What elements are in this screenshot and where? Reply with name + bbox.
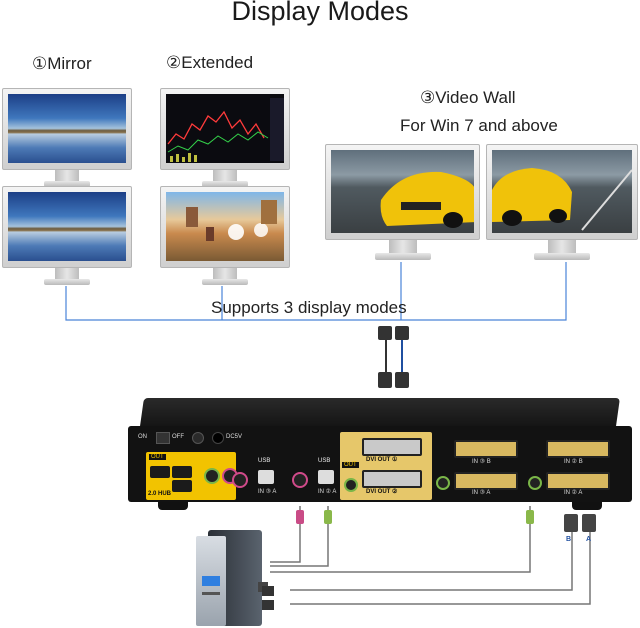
dvi-plug-b bbox=[564, 514, 578, 532]
stock-graph-graphic bbox=[167, 98, 284, 162]
mic-in-jack-2[interactable] bbox=[292, 472, 308, 488]
video-wall-monitor-right bbox=[486, 144, 638, 262]
dc-label: DC5V bbox=[226, 434, 243, 440]
usb-port-label-2: IN ② A bbox=[318, 489, 337, 495]
dvi-out-label-1: DVI OUT ① bbox=[366, 457, 398, 463]
pc-drive-bay bbox=[202, 592, 220, 595]
dvi-plug-a bbox=[582, 514, 596, 532]
dvi-in-3b-port[interactable] bbox=[454, 440, 518, 458]
page-title: Display Modes bbox=[231, 0, 409, 26]
mic-in-jack-1[interactable] bbox=[232, 472, 248, 488]
out-badge: OUT bbox=[149, 454, 166, 460]
mic-plug bbox=[296, 510, 304, 524]
power-button[interactable] bbox=[192, 432, 204, 444]
car-right-graphic bbox=[492, 168, 632, 231]
supports-modes-label: Supports 3 display modes bbox=[211, 298, 407, 317]
lake-screen bbox=[8, 192, 126, 261]
usb-port-3[interactable] bbox=[172, 480, 192, 492]
car-screen-right bbox=[492, 150, 632, 233]
dvi-plug-2 bbox=[395, 372, 409, 388]
audio-jack-in-2[interactable] bbox=[528, 476, 542, 490]
game-scene-graphic bbox=[186, 200, 277, 241]
dvi-in-2a-port[interactable] bbox=[546, 472, 610, 490]
audio-plug bbox=[324, 510, 332, 524]
extended-mode-label: ②Extended bbox=[166, 53, 254, 72]
dvi-out-port-2[interactable] bbox=[362, 470, 422, 488]
dvi-cable-connector-2 bbox=[395, 326, 409, 340]
extended-monitor-top bbox=[160, 88, 290, 188]
lake-screen bbox=[8, 94, 126, 163]
dvi-in-2b-port[interactable] bbox=[546, 440, 610, 458]
cable-label-b: B bbox=[566, 536, 572, 543]
dvi-in-3a-label: IN ③ A bbox=[472, 490, 491, 496]
pc-display-icon bbox=[202, 576, 220, 586]
usb-label-1: USB bbox=[258, 458, 271, 464]
car-screen-left bbox=[331, 150, 474, 233]
video-wall-monitor-left bbox=[325, 144, 480, 262]
video-wall-note: For Win 7 and above bbox=[400, 116, 558, 135]
hub-label: 2.0 HUB bbox=[148, 491, 172, 497]
device-top-surface bbox=[140, 398, 620, 426]
device-foot-left bbox=[158, 502, 188, 510]
extended-monitor-bottom bbox=[160, 186, 290, 286]
car-left-graphic bbox=[380, 171, 474, 228]
out-badge-2: OUT bbox=[342, 462, 359, 468]
kvm-switch-device: ON OFF DC5V OUT 2.0 HUB USB IN ③ A USB I… bbox=[128, 398, 632, 510]
pc-dvi-plug-2 bbox=[262, 600, 274, 610]
usb-port-2[interactable] bbox=[172, 466, 192, 478]
cable-label-a: A bbox=[586, 536, 592, 543]
dvi-plug-1 bbox=[378, 372, 392, 388]
device-front-panel: ON OFF DC5V OUT 2.0 HUB USB IN ③ A USB I… bbox=[128, 426, 632, 502]
audio-out-jack[interactable] bbox=[204, 468, 220, 484]
pc-tower bbox=[196, 530, 274, 626]
usb-port-label-1: IN ③ A bbox=[258, 489, 277, 495]
dvi-out-port-1[interactable] bbox=[362, 438, 422, 456]
mirror-monitor-top bbox=[2, 88, 132, 188]
dc-jack[interactable] bbox=[212, 432, 224, 444]
dvi-in-3a-port[interactable] bbox=[454, 472, 518, 490]
usb-hub-panel: OUT 2.0 HUB bbox=[146, 452, 238, 500]
mirror-monitor-bottom bbox=[2, 186, 132, 286]
usb-b-port-1[interactable] bbox=[258, 470, 274, 484]
usb-b-port-2[interactable] bbox=[318, 470, 334, 484]
audio-jack-out[interactable] bbox=[344, 478, 358, 492]
dvi-in-2b-label: IN ② B bbox=[564, 459, 583, 465]
dvi-out-label-2: DVI OUT ② bbox=[366, 489, 398, 495]
audio-jack-in-3[interactable] bbox=[436, 476, 450, 490]
usb-label-2: USB bbox=[318, 458, 331, 464]
usb-port-1[interactable] bbox=[150, 466, 170, 478]
mirror-mode-label: ①Mirror bbox=[32, 54, 92, 73]
audio-plug-2 bbox=[526, 510, 534, 524]
power-switch[interactable] bbox=[156, 432, 170, 444]
video-wall-mode-label: ③Video Wall bbox=[420, 88, 516, 107]
power-off-label: OFF bbox=[172, 434, 184, 440]
dvi-cable-connector-1 bbox=[378, 326, 392, 340]
stock-chart-screen bbox=[166, 94, 284, 163]
power-on-label: ON bbox=[138, 434, 147, 440]
pc-dvi-plug-1 bbox=[262, 586, 274, 596]
dvi-in-2a-label: IN ② A bbox=[564, 490, 583, 496]
pc-front-panel bbox=[196, 536, 226, 626]
device-foot-right bbox=[572, 502, 602, 510]
dvi-in-3b-label: IN ③ B bbox=[472, 459, 491, 465]
game-screen bbox=[166, 192, 284, 261]
